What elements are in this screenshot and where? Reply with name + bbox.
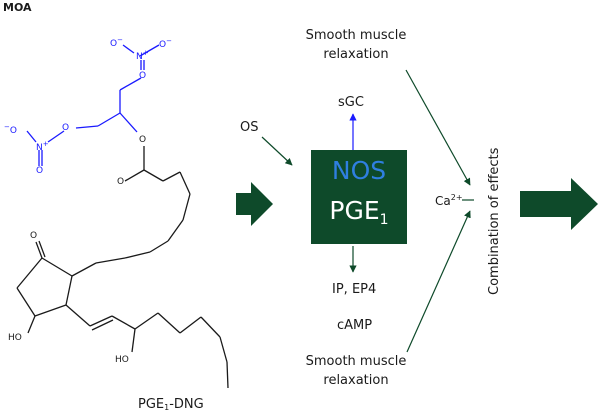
- block-arrow-right: [520, 178, 598, 230]
- molecule-label: PGE1-DNG: [138, 397, 204, 412]
- diagram-title: MOA: [3, 1, 32, 14]
- ester-o: O: [139, 135, 147, 145]
- box-pge1-label: PGE1: [329, 196, 389, 228]
- arrow-bottom-to-combination: [406, 210, 471, 353]
- sgc-label: sGC: [338, 95, 364, 110]
- nitrate-bonds: [26, 44, 160, 166]
- carbonyl-o: O: [117, 177, 125, 187]
- nitrate-top-o-minus: O−: [110, 36, 123, 49]
- ip-ep4-label: IP, EP4: [332, 282, 377, 297]
- nitrate-left-o: O: [36, 166, 44, 176]
- nitrate-left-n: N+: [36, 140, 49, 153]
- nos-partial-label: OS: [240, 120, 259, 135]
- chain-hydroxyl: HO: [115, 355, 129, 365]
- arrow-top-to-combination: [405, 69, 471, 186]
- prostaglandin-bonds: [16, 146, 229, 389]
- smooth-muscle-relaxation-bottom: Smooth muscle relaxation: [305, 354, 407, 388]
- camp-label: cAMP: [337, 318, 373, 333]
- box-nos-label: NOS: [331, 156, 387, 185]
- ring-hydroxyl: HO: [8, 333, 22, 343]
- nos-pge1-box: NOS PGE1: [311, 150, 407, 244]
- calcium-label: Ca2+: [435, 193, 463, 208]
- nitrate-top-o: O−: [159, 37, 172, 50]
- nitrate-top-n: N+: [136, 49, 149, 62]
- nitrate-left-o-minus: −O: [4, 123, 17, 136]
- block-arrow-left: [236, 182, 273, 226]
- smooth-muscle-relaxation-top: Smooth muscle relaxation: [305, 28, 407, 62]
- combination-of-effects-label: Combination of effects: [487, 147, 502, 295]
- nitrate-left-ester-o: O: [62, 123, 70, 133]
- nitrate-top-ester-o: O: [139, 71, 147, 81]
- arrow-nos-in: [261, 136, 293, 166]
- ketone-o: O: [30, 231, 38, 241]
